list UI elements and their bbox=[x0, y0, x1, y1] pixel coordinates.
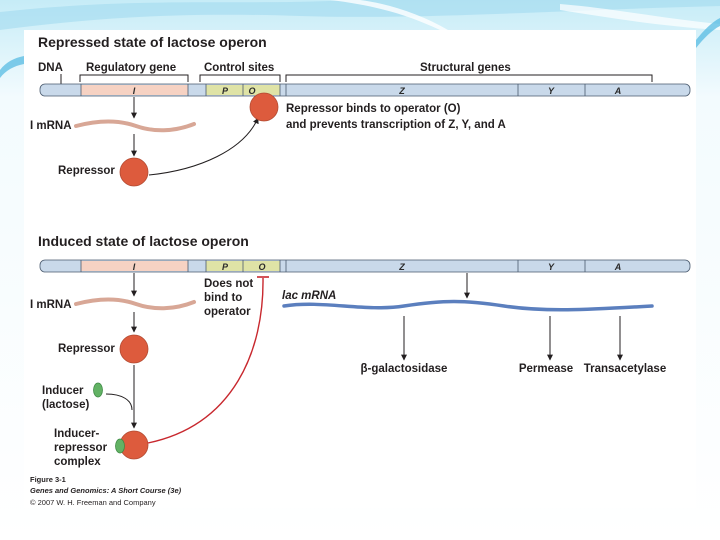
gene-p-label: P bbox=[222, 86, 229, 96]
i-mrna-label-bottom: I mRNA bbox=[30, 299, 72, 311]
dna-bar-induced: I P O Z Y A bbox=[39, 259, 691, 273]
gene-z-label: Z bbox=[398, 86, 405, 96]
i-mrna-label-top: I mRNA bbox=[30, 120, 72, 132]
gene-i-label: I bbox=[133, 86, 136, 96]
caption-book: Genes and Genomics: A Short Course (3e) bbox=[30, 486, 182, 495]
gene-y-label: Y bbox=[548, 262, 555, 272]
dna-label: DNA bbox=[38, 62, 63, 74]
blocked-binding-path bbox=[147, 277, 264, 444]
inducer-label-2: (lactose) bbox=[42, 399, 89, 411]
control-sites-label: Control sites bbox=[204, 62, 274, 74]
does-not-bind-3: operator bbox=[204, 306, 251, 318]
repressed-title: Repressed state of lactose operon bbox=[38, 34, 267, 50]
does-not-bind-1: Does not bbox=[204, 278, 253, 290]
arrow-repressor-to-operator bbox=[148, 117, 259, 176]
product-galactosidase: β-galactosidase bbox=[361, 363, 448, 375]
repressor-binds-note-1: Repressor binds to operator (O) bbox=[286, 103, 461, 115]
arrow-inducer-join bbox=[105, 393, 133, 411]
gene-o-label: O bbox=[248, 86, 255, 96]
repressor-protein-top bbox=[119, 157, 149, 187]
structural-genes-label: Structural genes bbox=[420, 62, 511, 74]
lac-mrna-label: lac mRNA bbox=[282, 290, 336, 302]
complex-label-2: repressor bbox=[54, 442, 108, 454]
does-not-bind-2: bind to bbox=[204, 292, 242, 304]
caption-figure: Figure 3-1 bbox=[30, 475, 66, 484]
complex-inducer bbox=[115, 438, 125, 454]
repressor-protein-bottom bbox=[119, 334, 149, 364]
gene-y-label: Y bbox=[548, 86, 555, 96]
repressor-bound-operator bbox=[249, 92, 279, 122]
complex-label-3: complex bbox=[54, 456, 101, 468]
repressor-binds-note-2: and prevents transcription of Z, Y, and … bbox=[286, 119, 506, 131]
product-permease: Permease bbox=[519, 363, 573, 375]
repressor-label-top: Repressor bbox=[58, 165, 115, 177]
region-brackets-top bbox=[79, 74, 653, 82]
gene-a-label: A bbox=[614, 262, 622, 272]
gene-a-label: A bbox=[614, 86, 622, 96]
repressor-label-bottom: Repressor bbox=[58, 343, 115, 355]
regulatory-gene-label: Regulatory gene bbox=[86, 62, 176, 74]
caption-copyright: © 2007 W. H. Freeman and Company bbox=[30, 498, 156, 507]
i-mrna-strand-bottom bbox=[74, 297, 196, 311]
induced-title: Induced state of lactose operon bbox=[38, 233, 249, 249]
i-mrna-strand-top bbox=[74, 119, 196, 133]
lac-mrna-strand bbox=[282, 299, 654, 312]
product-transacetylase: Transacetylase bbox=[584, 363, 666, 375]
gene-p-label: P bbox=[222, 262, 229, 272]
complex-label-1: Inducer- bbox=[54, 428, 100, 440]
dna-bar-repressed: I P O Z Y A bbox=[39, 83, 691, 97]
gene-z-label: Z bbox=[398, 262, 405, 272]
gene-o-label: O bbox=[258, 262, 265, 272]
inducer-molecule bbox=[93, 382, 103, 398]
inducer-label-1: Inducer bbox=[42, 385, 84, 397]
gene-i-label: I bbox=[133, 262, 136, 272]
lac-operon-diagram: Repressed state of lactose operon DNA Re… bbox=[30, 34, 691, 507]
